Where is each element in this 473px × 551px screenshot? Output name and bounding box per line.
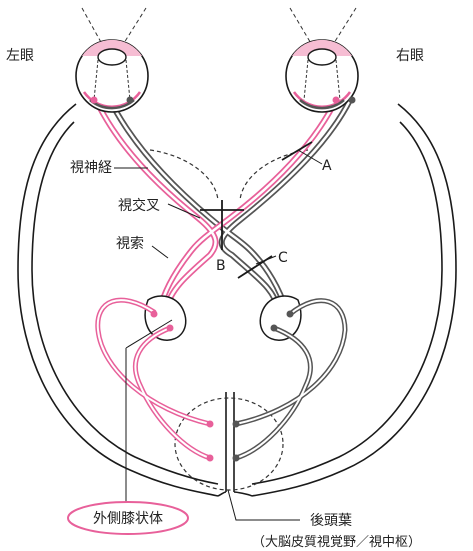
label-optic-tract: 視索 <box>116 235 144 252</box>
label-lesion-a: A <box>322 158 332 174</box>
gray-radiation-inner <box>235 299 347 459</box>
label-right-eye: 右眼 <box>396 48 424 64</box>
right-eye <box>285 39 359 113</box>
label-lesion-c: C <box>278 250 288 266</box>
label-lesion-b: B <box>216 258 226 274</box>
lgn-right <box>259 295 302 341</box>
label-optic-chiasm: 視交叉 <box>118 197 160 214</box>
label-left-eye: 左眼 <box>6 48 34 64</box>
leader-lines <box>114 149 323 521</box>
gray-pathway-inner <box>108 98 352 312</box>
lgn-label-highlight <box>67 501 189 535</box>
pink-radiation-inner <box>96 299 211 459</box>
label-optic-nerve: 視神経 <box>70 160 112 176</box>
lgn-left <box>144 295 187 341</box>
label-occipital-lobe: 後頭葉 <box>310 513 352 529</box>
lesion-a-mark <box>281 141 313 161</box>
label-visual-cortex: （大脳皮質視覚野／視中枢） <box>252 535 421 550</box>
terminal-dots <box>150 310 294 462</box>
brain-outline <box>17 103 457 497</box>
left-eye <box>75 39 149 113</box>
label-lgn: 外側膝状体 <box>93 511 163 527</box>
